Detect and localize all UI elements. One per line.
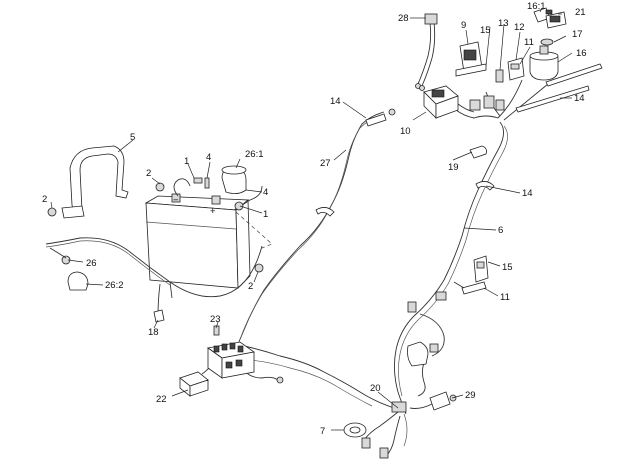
callout-labels: 5 2 2 1 4 26:1 4 1 2 26 26:2 18 23 22 7 … (42, 1, 587, 437)
callout-2-bottom: 2 (248, 281, 253, 292)
battery-positive-mark: + (210, 206, 216, 217)
callout-10: 10 (400, 126, 411, 137)
callout-27: 27 (320, 158, 331, 169)
fuse-block (207, 341, 255, 379)
callout-15-mid: 15 (502, 262, 513, 273)
switch-cluster-small-parts (388, 95, 505, 116)
callout-14-mid: 14 (522, 188, 533, 199)
switch-9 (455, 41, 487, 77)
connector-20 (391, 401, 407, 413)
callout-9: 9 (461, 20, 466, 31)
callout-20: 20 (370, 383, 381, 394)
callout-13: 13 (498, 18, 509, 29)
clamp-19 (469, 145, 487, 159)
callout-19: 19 (448, 162, 459, 173)
battery-terminal-boot (221, 165, 247, 194)
callout-7: 7 (320, 426, 325, 437)
callout-28: 28 (398, 13, 409, 24)
callout-11-top: 11 (524, 37, 534, 48)
callout-1-top: 1 (184, 156, 189, 167)
seal-17 (540, 38, 554, 46)
relay-mid (407, 341, 439, 367)
battery: − + (144, 193, 251, 289)
cable-end-26 (49, 247, 71, 265)
callout-11-mid: 11 (500, 292, 510, 303)
harness-connector-mid (407, 291, 447, 313)
callout-26-2: 26:2 (105, 280, 124, 291)
callout-15-top: 15 (480, 25, 491, 36)
callout-16: 16 (576, 48, 587, 59)
callout-14-right: 14 (574, 93, 585, 104)
callout-14-left: 14 (330, 96, 341, 107)
cable-ties (315, 63, 603, 217)
callout-12: 12 (514, 22, 525, 33)
leader-lines (50, 9, 573, 431)
relay-22 (179, 371, 209, 397)
callout-26-1: 26:1 (245, 149, 264, 160)
callout-21: 21 (575, 7, 586, 18)
cover-21 (545, 11, 567, 29)
callout-5: 5 (130, 132, 135, 143)
bracket-11-mid (453, 281, 487, 295)
hour-meter-10 (423, 85, 459, 119)
switch-16 (529, 45, 559, 81)
callout-26: 26 (86, 258, 97, 269)
callout-29: 29 (465, 390, 476, 401)
callout-4-top: 4 (206, 152, 211, 163)
callout-4-right: 4 (263, 187, 268, 198)
battery-negative-mark: − (173, 195, 179, 206)
key-16-1 (533, 7, 553, 23)
callout-2-left: 2 (42, 194, 47, 205)
callout-1-right: 1 (263, 209, 268, 220)
fuse-holder-28 (415, 13, 438, 91)
battery-hold-down-bracket (61, 145, 129, 219)
terminal-boot-26-2 (67, 271, 89, 291)
battery-cables (45, 178, 273, 317)
callout-2-top: 2 (146, 168, 151, 179)
callout-17: 17 (572, 29, 583, 40)
cable-18-end (153, 309, 165, 323)
connector-29 (429, 391, 457, 411)
connector-15-mid (473, 255, 489, 283)
hardware-nuts (47, 177, 264, 273)
callout-18: 18 (148, 327, 159, 338)
callout-16-1: 16:1 (527, 1, 546, 12)
callout-23: 23 (210, 314, 221, 325)
bottom-plugs (276, 376, 389, 459)
grommet-7 (343, 422, 367, 438)
connector-13 (495, 69, 504, 83)
callout-22: 22 (156, 394, 167, 405)
callout-6: 6 (498, 225, 503, 236)
